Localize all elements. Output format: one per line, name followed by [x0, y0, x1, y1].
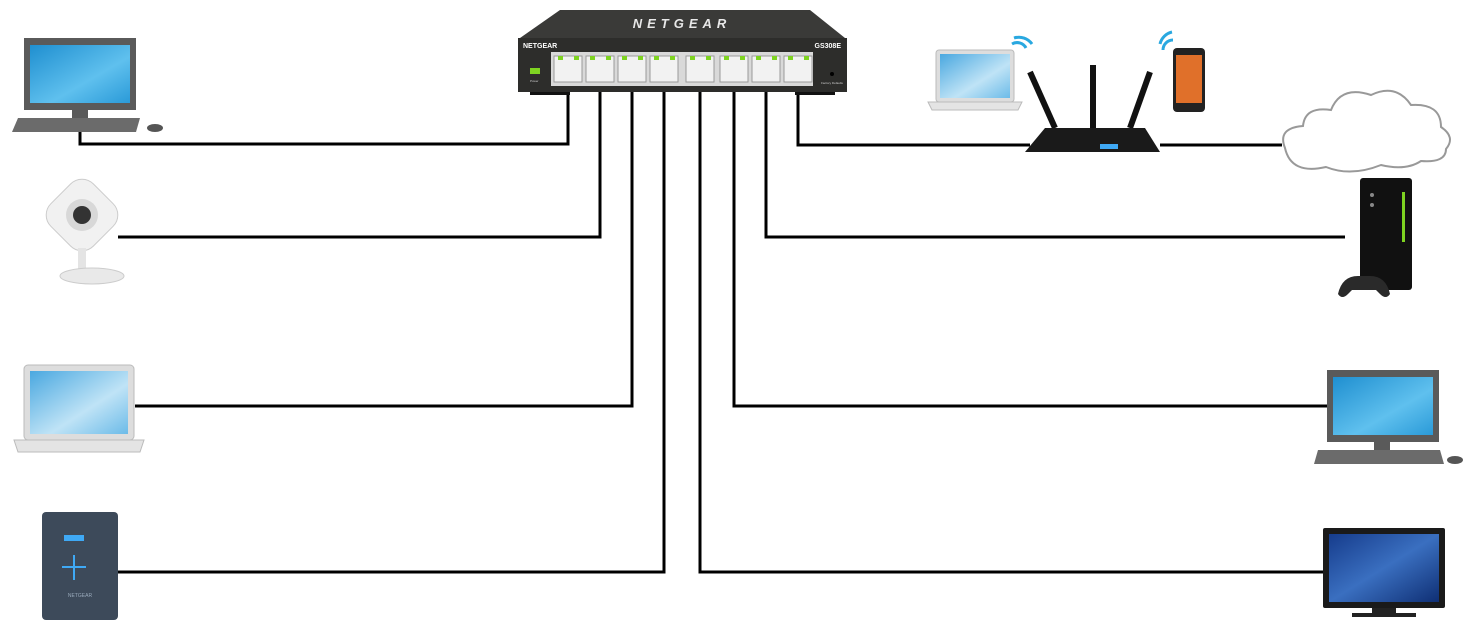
switch-port-5[interactable]: [685, 55, 715, 83]
ip-camera-icon: [45, 178, 125, 285]
factory-reset-button[interactable]: [830, 72, 834, 76]
router-icon: [1025, 65, 1160, 152]
switch-port-4[interactable]: [649, 55, 679, 83]
port-led: [706, 56, 711, 60]
port-led: [740, 56, 745, 60]
switch-brand-front: NETGEAR: [523, 43, 557, 50]
cable-port-4: [118, 80, 666, 574]
switch-port-1[interactable]: [553, 55, 583, 83]
nas-brand: NETGEAR: [68, 593, 93, 599]
port-led: [606, 56, 611, 60]
switch-port-3[interactable]: [617, 55, 647, 83]
cable-port-8: [796, 80, 1030, 147]
smartphone-icon: [1158, 30, 1205, 112]
port-led: [670, 56, 675, 60]
port-led: [690, 56, 695, 60]
monitor-computer-icon: [1314, 370, 1463, 464]
port-led: [558, 56, 563, 60]
cable-port-1: [78, 80, 570, 146]
port-led: [788, 56, 793, 60]
cable-port-3: [135, 80, 634, 408]
switch-brand-top: NETGEAR: [633, 16, 732, 31]
cables: [78, 80, 1345, 574]
network-switch: [518, 10, 847, 95]
switch-port-7[interactable]: [751, 55, 781, 83]
cable-port-7: [764, 80, 1345, 239]
port-led: [622, 56, 627, 60]
port-led: [772, 56, 777, 60]
game-console-icon: [1338, 178, 1412, 297]
port-led: [724, 56, 729, 60]
port-led: [756, 56, 761, 60]
factory-defaults-label: Factory Defaults: [821, 81, 843, 85]
smart-tv-icon: [1323, 528, 1445, 617]
wifi-laptop-icon: [927, 35, 1034, 111]
port-led: [638, 56, 643, 60]
power-label: Power: [530, 79, 539, 83]
port-led: [574, 56, 579, 60]
nas-storage-icon: NETGEAR: [42, 512, 118, 620]
switch-port-2[interactable]: [585, 55, 615, 83]
cable-port-2: [118, 80, 602, 239]
port-led: [804, 56, 809, 60]
desktop-computer-icon: [12, 38, 163, 132]
switch-model: GS308E: [815, 43, 842, 50]
cable-port-6: [732, 80, 1330, 408]
wifi-icon: [1158, 30, 1174, 51]
switch-port-8[interactable]: [783, 55, 813, 83]
laptop-icon: [13, 364, 145, 453]
switch-port-6[interactable]: [719, 55, 749, 83]
cable-port-5: [698, 80, 1325, 574]
port-led: [654, 56, 659, 60]
port-led: [590, 56, 595, 60]
wifi-icon: [1011, 35, 1034, 49]
internet-cloud-icon: [1282, 89, 1451, 173]
